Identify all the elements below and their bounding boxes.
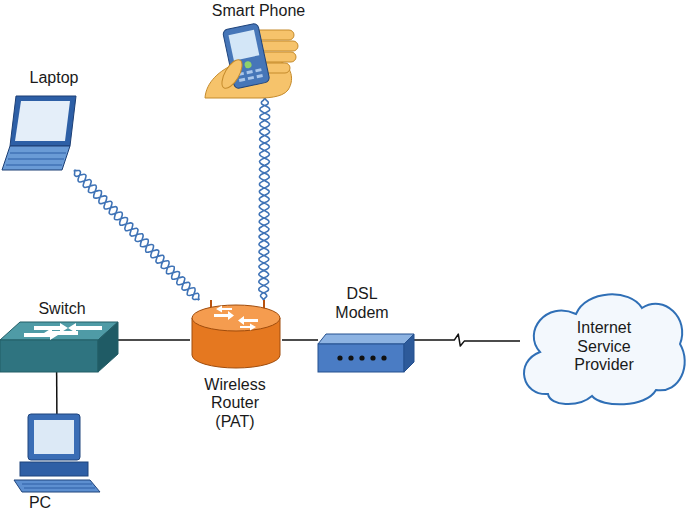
laptop-icon (2, 96, 76, 170)
device-label: PC (29, 494, 51, 512)
router-icon (192, 300, 280, 368)
device-node: Laptop (2, 96, 78, 170)
cloud-label: Internet Service Provider (556, 319, 652, 374)
device-label: Laptop (30, 69, 79, 87)
device-label: DSL Modem (332, 285, 392, 322)
pc-icon (14, 414, 100, 492)
device-label: Wireless Router (PAT) (195, 376, 275, 431)
device-node: Switch (0, 322, 118, 372)
device-node: PC (12, 414, 100, 492)
switch-icon (0, 322, 118, 372)
smart-phone-icon (205, 23, 298, 98)
wireless-link (74, 170, 199, 300)
cable-link (118, 339, 190, 341)
wireless-link (259, 98, 270, 300)
device-label: Smart Phone (212, 2, 305, 20)
device-node: Internet Service Provider (520, 288, 688, 406)
isp-cloud (524, 294, 685, 404)
modem-icon (318, 334, 414, 372)
device-node: DSL Modem (318, 334, 414, 372)
device-label: Switch (38, 300, 85, 318)
cable-link (282, 339, 318, 341)
device-node: Wireless Router (PAT) (190, 300, 282, 372)
cable-link (414, 334, 520, 346)
device-node: Smart Phone (205, 24, 300, 98)
cable-link (56, 372, 58, 414)
